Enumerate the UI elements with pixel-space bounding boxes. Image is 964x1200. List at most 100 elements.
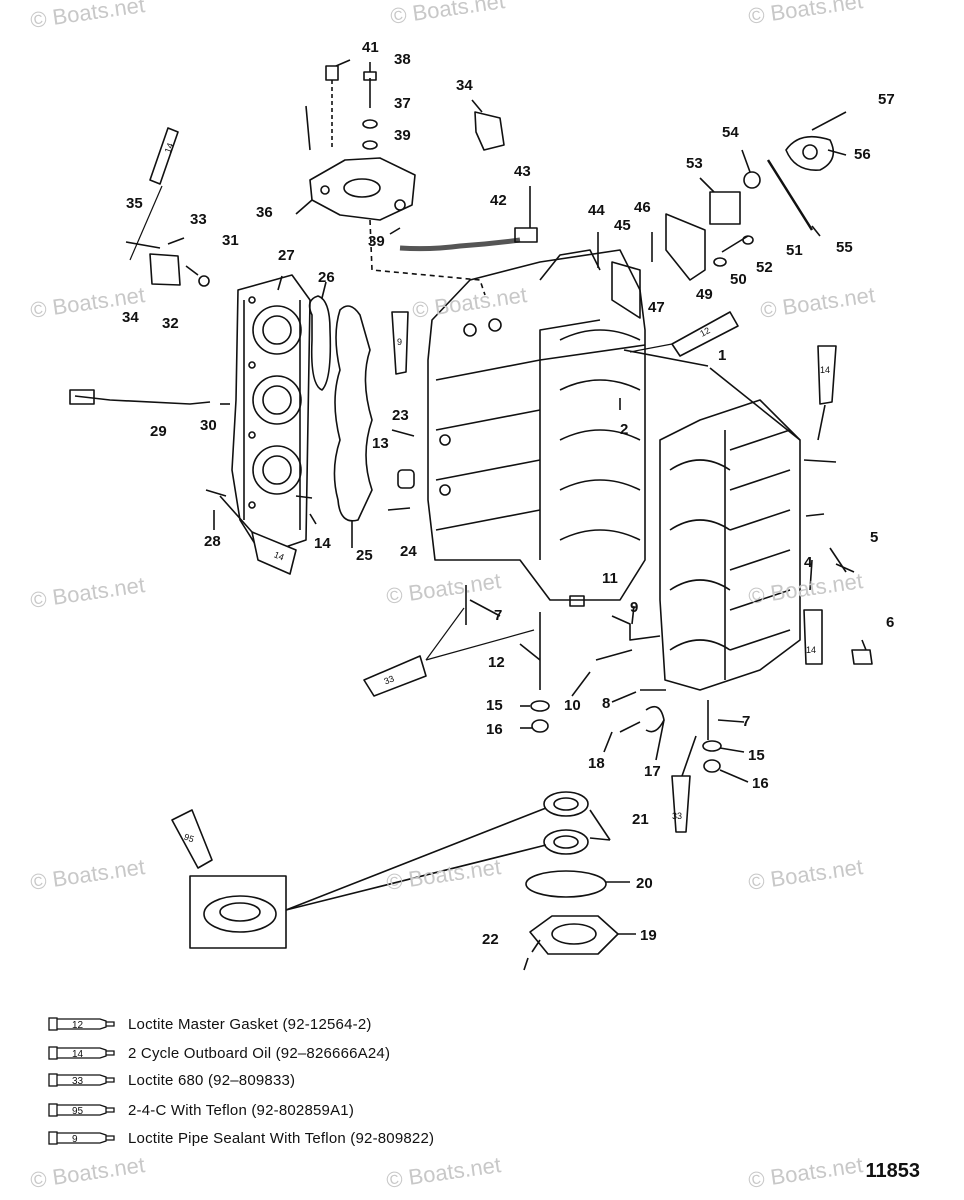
harness-42 [399, 237, 521, 252]
callout-29: 29 [150, 423, 167, 440]
callout-53: 53 [686, 155, 703, 172]
callout-6: 6 [886, 614, 895, 631]
tube-icon: 12 [48, 1017, 115, 1031]
callout-35: 35 [126, 195, 143, 212]
svg-text:12: 12 [72, 1020, 84, 1031]
callout-17: 17 [644, 763, 661, 780]
callout-33: 33 [190, 211, 207, 228]
base-19 [529, 915, 619, 955]
part-54 [743, 171, 761, 189]
callout-23: 23 [392, 407, 409, 424]
tube-14-b [817, 345, 837, 405]
sensor-53 [709, 191, 741, 225]
tube-icon: 9 [48, 1131, 115, 1145]
cylinder-head [231, 274, 311, 556]
seal-inset [189, 875, 287, 949]
callout-45: 45 [614, 217, 631, 234]
svg-text:14: 14 [72, 1049, 84, 1060]
tube-code-9: 9 [397, 337, 403, 347]
tube-14-c [803, 609, 823, 665]
tube-14-a [149, 127, 179, 185]
legend-text: Loctite Pipe Sealant With Teflon (92-809… [128, 1129, 435, 1147]
head-gasket [333, 305, 373, 522]
crankcase-block [427, 249, 646, 601]
callout-50: 50 [730, 271, 747, 288]
callout-27: 27 [278, 247, 295, 264]
legend-row: 12 Loctite Master Gasket (92-12564-2) [48, 1014, 372, 1034]
callout-10: 10 [564, 697, 581, 714]
callout-31: 31 [222, 232, 239, 249]
callout-20: 20 [636, 875, 653, 892]
tube-9-a [391, 311, 409, 375]
housing-56 [785, 135, 835, 171]
callout-8: 8 [602, 695, 611, 712]
sensor-29 [74, 395, 211, 405]
callout-30: 30 [200, 417, 217, 434]
legend-text: 2 Cycle Outboard Oil (92–826666A24) [128, 1044, 391, 1062]
callout-11: 11 [602, 570, 618, 587]
callout-56: 56 [854, 146, 871, 163]
callout-13: 13 [372, 435, 389, 452]
callout-55: 55 [836, 239, 853, 256]
callout-14: 14 [314, 535, 331, 552]
top-cover [309, 157, 486, 296]
seal-21-a [543, 791, 589, 817]
tube-icon: 95 [48, 1103, 115, 1117]
callout-41: 41 [362, 39, 379, 56]
crankcase-cover [659, 399, 801, 691]
callout-15-b: 15 [748, 747, 765, 764]
tube-33-a [363, 655, 427, 697]
callout-52: 52 [756, 259, 773, 276]
callout-46: 46 [634, 199, 651, 216]
legend-row: 33 Loctite 680 (92–809833) [48, 1070, 295, 1090]
o-ring-20 [525, 870, 607, 898]
callout-5: 5 [870, 529, 879, 546]
callout-36: 36 [256, 204, 273, 221]
callout-19: 19 [640, 927, 657, 944]
callout-38: 38 [394, 51, 411, 68]
callout-54: 54 [722, 124, 739, 141]
rod-55 [766, 159, 814, 231]
svg-text:95: 95 [72, 1106, 84, 1117]
callout-16-a: 16 [486, 721, 503, 738]
callout-44: 44 [588, 202, 605, 219]
tube-code-14: 14 [820, 365, 831, 375]
callout-4: 4 [804, 554, 813, 571]
callout-34-a: 34 [122, 309, 139, 326]
callout-34-b: 34 [456, 77, 473, 94]
callout-51: 51 [786, 242, 803, 259]
callout-57: 57 [878, 91, 895, 108]
tube-12-a [671, 311, 739, 357]
legend-row: 95 2-4-C With Teflon (92-802859A1) [48, 1100, 354, 1120]
callout-16-b: 16 [752, 775, 769, 792]
drawing-number: 11853 [865, 1160, 920, 1182]
callout-7-a: 7 [494, 607, 503, 624]
callout-28: 28 [204, 533, 221, 550]
callout-25: 25 [356, 547, 373, 564]
legend-text: Loctite 680 (92–809833) [128, 1071, 296, 1089]
callout-43: 43 [514, 163, 531, 180]
callout-2: 2 [620, 421, 629, 438]
legend-text: Loctite Master Gasket (92-12564-2) [128, 1015, 372, 1033]
callout-24: 24 [400, 543, 417, 560]
bracket-45 [611, 261, 641, 319]
callout-1: 1 [718, 347, 727, 364]
callout-18: 18 [588, 755, 605, 772]
svg-text:9: 9 [72, 1134, 78, 1145]
tube-code-33: 33 [672, 811, 683, 821]
tube-95 [171, 809, 213, 869]
callout-32: 32 [162, 315, 179, 332]
sensor-33 [149, 253, 181, 286]
tube-icon: 33 [48, 1073, 115, 1087]
legend-row: 14 2 Cycle Outboard Oil (92–826666A24) [48, 1043, 390, 1063]
callout-15-a: 15 [486, 697, 503, 714]
callout-26: 26 [318, 269, 335, 286]
tube-code-14: 14 [806, 645, 817, 655]
callout-12: 12 [488, 654, 505, 671]
tube-14-d [251, 531, 297, 575]
tube-33-b [671, 775, 691, 833]
legend-row: 9 Loctite Pipe Sealant With Teflon (92-8… [48, 1128, 434, 1148]
plug-41 [325, 65, 339, 81]
sensor-34 [474, 111, 505, 151]
